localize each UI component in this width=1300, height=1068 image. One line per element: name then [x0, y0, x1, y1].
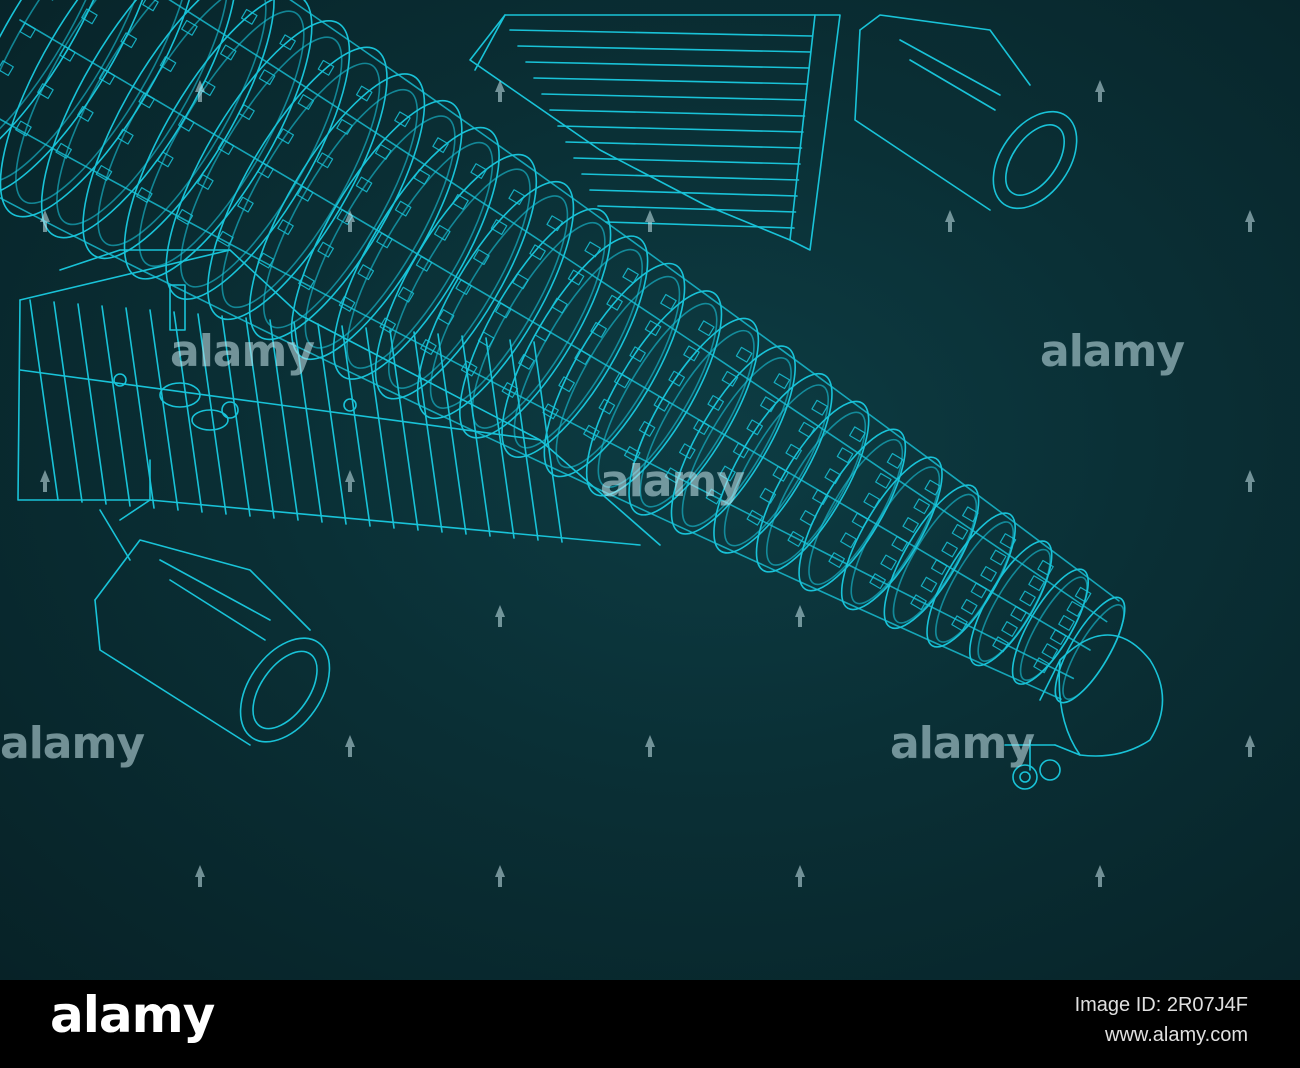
wing-rib [365, 327, 395, 529]
watermark-glyph-icon [495, 80, 505, 102]
watermark-glyph-icon [795, 865, 805, 887]
lower-left-engine [94, 499, 331, 746]
stock-footer-bar: alamy Image ID: 2R07J4F www.alamy.com [0, 980, 1300, 1068]
watermark-glyph-icon [795, 605, 805, 627]
upper-right-engine [854, 14, 1078, 211]
footer-logo[interactable]: alamy [50, 986, 215, 1044]
wing-rib [533, 77, 809, 85]
wing-rib [549, 109, 806, 117]
fuselage-stringer [0, 196, 1062, 700]
wing-rib [565, 141, 803, 149]
wing-rib [341, 325, 371, 527]
fuselage-frame [82, 0, 275, 260]
wing-rib [173, 311, 203, 513]
upper-right-wing [469, 14, 841, 251]
wing-rib [101, 305, 131, 507]
image-id-label: Image ID: 2R07J4F [1074, 994, 1248, 1016]
wing-rib [589, 189, 798, 197]
wing-rib [29, 299, 59, 501]
wing-rib [605, 221, 795, 229]
watermark-text: alamy [890, 718, 1035, 769]
watermark-glyph-icon [195, 80, 205, 102]
wing-rib [389, 329, 419, 531]
watermark-glyph-icon [1245, 210, 1255, 232]
fuselage-frame [0, 0, 199, 218]
wing-rib [525, 61, 810, 69]
watermark-glyph-icon [945, 210, 955, 232]
watermark-glyph-icon [40, 470, 50, 492]
site-url-link[interactable]: www.alamy.com [1105, 1024, 1248, 1046]
wing-rib [413, 331, 443, 533]
fuselage-stringer [0, 118, 1075, 680]
wing-rib [581, 173, 800, 181]
wing-rib [197, 313, 227, 515]
watermark-glyph-icon [195, 865, 205, 887]
wing-rib [509, 29, 813, 37]
watermark-glyph-icon [40, 210, 50, 232]
watermark-glyph-icon [345, 735, 355, 757]
wing-rib [485, 337, 515, 539]
watermark-glyph-icon [1245, 470, 1255, 492]
wing-rib [509, 339, 539, 541]
fuselage-stringer [289, 0, 1120, 602]
watermark-glyph-icon [495, 605, 505, 627]
watermark-glyph-icon [1095, 80, 1105, 102]
nose-section [1004, 634, 1164, 790]
watermark-text: alamy [0, 718, 145, 769]
wing-rib [245, 317, 275, 519]
wing-rib [517, 45, 812, 53]
aircraft-blueprint-artwork: alamy alamy alamy alamy alamy [0, 0, 1300, 980]
wing-rib [53, 301, 83, 503]
watermark-glyph-icon [1245, 735, 1255, 757]
wing-rib [317, 323, 347, 525]
watermark-text: alamy [1040, 326, 1185, 377]
watermark-glyph-icon [345, 210, 355, 232]
wing-rib [557, 125, 804, 133]
wing-rib [597, 205, 797, 213]
wing-rib [573, 157, 801, 165]
watermark-glyph-icon [1095, 865, 1105, 887]
watermark-glyph-icon [345, 470, 355, 492]
wing-rib [125, 307, 155, 509]
fuselage-frames [0, 0, 1126, 704]
watermark-text: alamy [170, 326, 315, 377]
wing-rib [541, 93, 807, 101]
fuselage-frame [0, 0, 122, 175]
fuselage-frame [0, 0, 161, 197]
wing-rib [533, 341, 563, 543]
fuselage-stringer [168, 0, 1108, 623]
watermark-glyph-icon [645, 735, 655, 757]
wing-rib [149, 309, 179, 511]
watermark-text: alamy [600, 456, 745, 507]
watermark-glyph-icon [645, 210, 655, 232]
aircraft-wireframe-drawing [0, 0, 1164, 790]
wing-rib [77, 303, 107, 505]
lower-left-wing [17, 249, 661, 546]
fuselage-stringer [19, 19, 1091, 651]
watermark-glyph-icon [495, 865, 505, 887]
wing-rib [437, 333, 467, 535]
wing-rib [269, 319, 299, 521]
